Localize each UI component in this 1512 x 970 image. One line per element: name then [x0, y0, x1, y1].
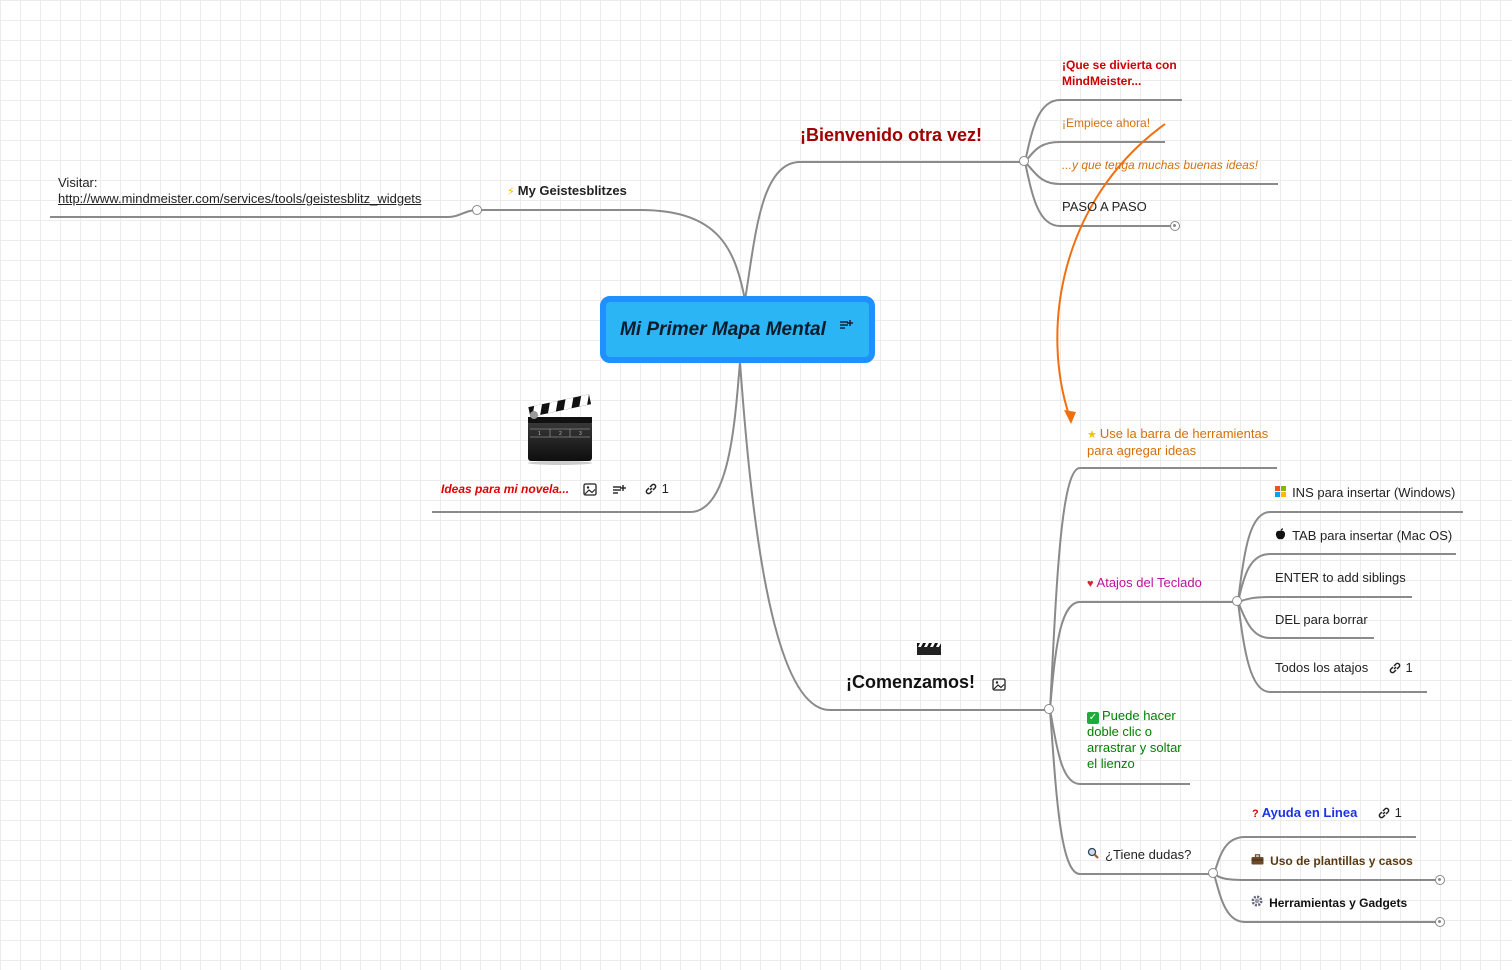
- novela-title: Ideas para mi novela...: [441, 482, 570, 496]
- apple-icon: [1275, 528, 1289, 543]
- gear-icon: [1251, 895, 1266, 910]
- windows-icon: [1275, 486, 1289, 500]
- link-icon[interactable]: 1: [1377, 805, 1402, 821]
- visit-label: Visitar:: [58, 175, 98, 190]
- templates-node[interactable]: Uso de plantillas y casos: [1251, 853, 1413, 870]
- templates-knob[interactable]: [1435, 875, 1445, 885]
- svg-text:2: 2: [559, 431, 562, 437]
- notes-icon[interactable]: [612, 481, 627, 497]
- doubts-knob[interactable]: [1208, 868, 1218, 878]
- shortcut-del[interactable]: DEL para borrar: [1275, 612, 1368, 627]
- bienvenido-child-4[interactable]: PASO A PASO: [1062, 199, 1147, 214]
- lightning-icon: ⚡: [507, 186, 515, 198]
- shortcuts-knob[interactable]: [1232, 596, 1242, 606]
- link-icon[interactable]: 1: [644, 481, 669, 497]
- image-icon[interactable]: [583, 481, 597, 497]
- bienvenido-node[interactable]: ¡Bienvenido otra vez!: [800, 125, 983, 145]
- image-icon[interactable]: [992, 672, 1006, 692]
- toolbar-tip-node[interactable]: ★Use la barra de herramientas para agreg…: [1087, 426, 1269, 458]
- bienvenido-child-2[interactable]: ¡Empiece ahora!: [1062, 116, 1151, 130]
- relation-arrow: [1056, 123, 1166, 419]
- shortcuts-node[interactable]: ♥Atajos del Teclado: [1087, 575, 1202, 590]
- check-icon: ✓: [1087, 712, 1099, 724]
- shortcut-enter[interactable]: ENTER to add siblings: [1275, 570, 1406, 585]
- geistesblitz-knob[interactable]: [472, 205, 482, 215]
- comenzamos-knob[interactable]: [1044, 704, 1054, 714]
- novela-node[interactable]: Ideas para mi novela... 1: [441, 481, 669, 497]
- paso-knob[interactable]: [1170, 221, 1180, 231]
- notes-icon[interactable]: [839, 318, 853, 336]
- heart-icon: ♥: [1087, 578, 1094, 590]
- geistesblitz-node[interactable]: ⚡My Geistesblitzes: [507, 183, 627, 198]
- shortcut-all[interactable]: Todos los atajos 1: [1275, 660, 1413, 676]
- bienvenido-child-3[interactable]: ...y que tenga muchas buenas ideas!: [1062, 158, 1259, 172]
- question-icon: ?: [1252, 808, 1259, 820]
- svg-text:3: 3: [579, 431, 582, 437]
- star-icon: ★: [1087, 429, 1097, 441]
- shortcut-ins[interactable]: INS para insertar (Windows): [1275, 485, 1455, 502]
- briefcase-icon: [1251, 854, 1267, 868]
- magnifier-icon: [1087, 847, 1102, 862]
- comenzamos-node[interactable]: ¡Comenzamos!: [846, 672, 1006, 692]
- link-icon[interactable]: 1: [1388, 660, 1413, 676]
- doubts-node[interactable]: ¿Tiene dudas?: [1087, 847, 1191, 864]
- bienvenido-child-1[interactable]: ¡Que se divierta con MindMeister...: [1062, 58, 1177, 88]
- bienvenido-knob[interactable]: [1019, 156, 1029, 166]
- dblclick-node[interactable]: ✓Puede hacer doble clic o arrastrar y so…: [1087, 708, 1182, 771]
- help-node[interactable]: ?Ayuda en Linea 1: [1252, 805, 1402, 821]
- visit-node[interactable]: Visitar: http://www.mindmeister.com/serv…: [58, 175, 421, 207]
- svg-text:1: 1: [538, 431, 541, 437]
- root-title: Mi Primer Mapa Mental: [620, 318, 826, 340]
- clapperboard-icon: [916, 642, 942, 661]
- tools-knob[interactable]: [1435, 917, 1445, 927]
- novela-link-count: 1: [661, 481, 669, 496]
- root-node[interactable]: Mi Primer Mapa Mental: [600, 296, 875, 363]
- tools-node[interactable]: Herramientas y Gadgets: [1251, 895, 1407, 912]
- visit-url-link[interactable]: http://www.mindmeister.com/services/tool…: [58, 191, 422, 206]
- clapperboard-image: 1 2 3: [526, 393, 594, 465]
- shortcut-tab[interactable]: TAB para insertar (Mac OS): [1275, 528, 1452, 545]
